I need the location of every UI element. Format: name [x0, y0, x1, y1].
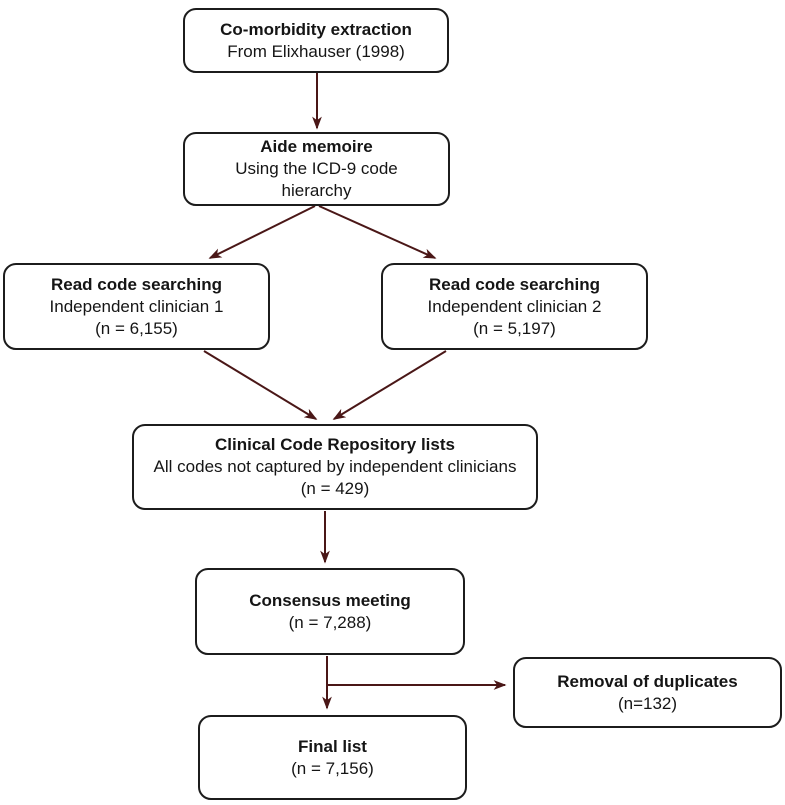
- node-count: (n = 7,156): [291, 758, 374, 778]
- arrow-aide-to-clinician1: [208, 205, 316, 259]
- node-read-code-searching-clinician-2: Read code searching Independent clinicia…: [381, 263, 648, 350]
- node-title: Aide memoire: [260, 137, 373, 156]
- node-count: (n=132): [617, 693, 678, 713]
- node-subtitle: hierarchy: [281, 181, 352, 200]
- node-consensus-meeting: Consensus meeting (n = 7,288): [195, 568, 465, 655]
- node-read-code-searching-clinician-1: Read code searching Independent clinicia…: [3, 263, 270, 350]
- arrow-clinician1-to-repository: [203, 350, 318, 420]
- node-title: Final list: [298, 736, 367, 756]
- node-count: (n = 429): [300, 479, 370, 498]
- node-comorbidity-extraction: Co-morbidity extraction From Elixhauser …: [183, 8, 449, 73]
- node-title: Clinical Code Repository lists: [215, 435, 455, 454]
- node-title: Consensus meeting: [249, 590, 411, 610]
- node-title: Read code searching: [428, 274, 600, 294]
- arrow-aide-to-clinician2: [318, 205, 437, 259]
- node-subtitle: Independent clinician 1: [49, 296, 224, 316]
- node-count: (n = 6,155): [95, 318, 178, 338]
- node-aide-memoire: Aide memoire Using the ICD-9 code hierar…: [183, 132, 450, 206]
- node-subtitle: Using the ICD-9 code: [235, 159, 398, 178]
- node-title: Read code searching: [50, 274, 222, 294]
- node-subtitle: All codes not captured by independent cl…: [153, 457, 517, 476]
- node-title: Co-morbidity extraction: [220, 19, 412, 39]
- node-count: (n = 7,288): [288, 612, 372, 632]
- node-title: Removal of duplicates: [557, 671, 738, 691]
- node-count: (n = 5,197): [473, 318, 556, 338]
- node-subtitle: From Elixhauser (1998): [227, 41, 405, 61]
- node-removal-of-duplicates: Removal of duplicates (n=132): [513, 657, 782, 728]
- arrow-clinician2-to-repository: [332, 350, 447, 420]
- node-subtitle: Independent clinician 2: [427, 296, 602, 316]
- node-clinical-code-repository-lists: Clinical Code Repository lists All codes…: [132, 424, 538, 510]
- node-final-list: Final list (n = 7,156): [198, 715, 467, 800]
